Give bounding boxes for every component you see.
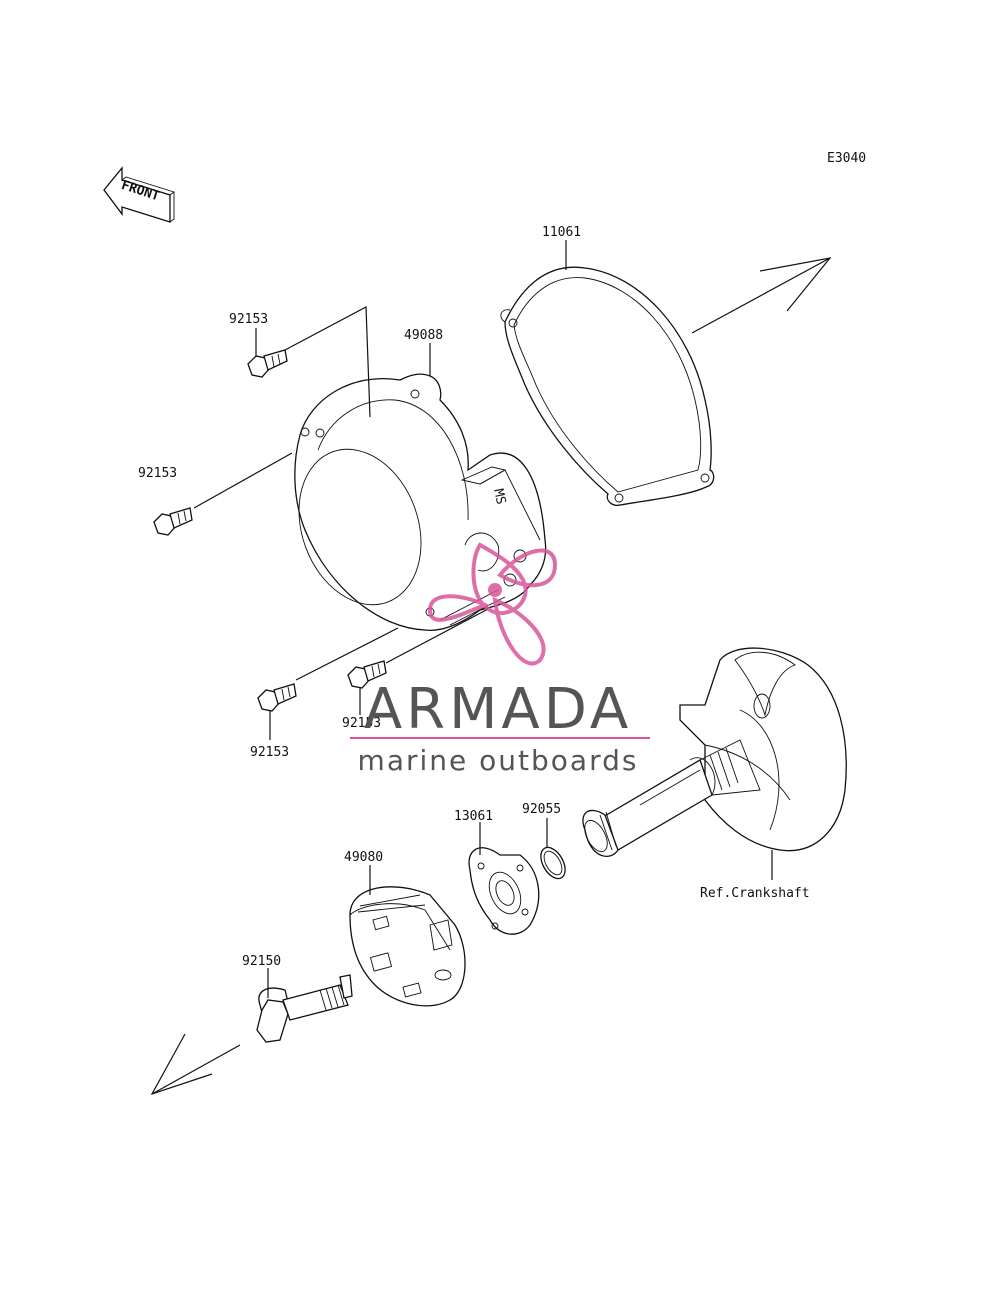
bolt-top-part-number: 92153 (229, 312, 268, 327)
bolt-left-part (153, 507, 193, 536)
plate-part-number: 13061 (454, 809, 493, 824)
front-arrow-icon: FRONT (103, 166, 175, 223)
bolt-main-part (256, 974, 353, 1043)
bolt-main-part-number: 92150 (242, 954, 281, 969)
armada-logo-icon (427, 542, 558, 666)
cover-stamp: MS (490, 487, 508, 505)
watermark-brand: ARMADA (364, 677, 632, 742)
ring-part-number: 92055 (522, 802, 561, 817)
bolt-left-part-number: 92153 (138, 466, 177, 481)
cup-part (349, 886, 466, 1007)
bolt-bottom-left-part-number: 92153 (250, 745, 289, 760)
cover-part-number: 49088 (404, 328, 443, 343)
cup-part-number: 49080 (344, 850, 383, 865)
watermark-tagline: marine outboards (358, 744, 639, 777)
ring-part (540, 846, 566, 880)
bolt-bottom-right-part (347, 660, 387, 689)
bolt-bottom-left-part (257, 683, 297, 712)
cover-part: MS (294, 373, 547, 631)
bolt-top-part (247, 349, 288, 378)
reference-label: Ref.Crankshaft (700, 886, 810, 901)
gasket-part (500, 266, 715, 506)
diagram-code: E3040 (827, 151, 866, 166)
plate-part (468, 847, 540, 935)
crankshaft-part (582, 647, 847, 857)
bolt-bottom-right-part-number: 92153 (342, 716, 381, 731)
direction-arrow-top-icon (691, 257, 832, 334)
direction-arrow-bottom-icon (150, 1033, 241, 1096)
gasket-part-number: 11061 (542, 225, 581, 240)
